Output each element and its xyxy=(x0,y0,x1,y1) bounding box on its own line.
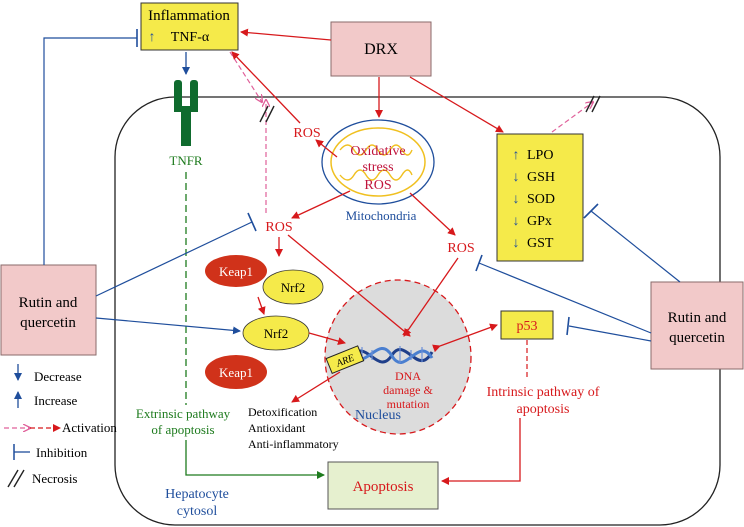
rutin-left-to-ros-inhibit xyxy=(95,221,253,297)
tnfr-receptor xyxy=(174,80,198,146)
extrinsic-line1: Extrinsic pathway xyxy=(136,406,231,421)
effects-line2: Antioxidant xyxy=(248,421,306,435)
extrinsic-to-apoptosis-arrow xyxy=(185,440,325,479)
keap1-free-label: Keap1 xyxy=(219,365,253,380)
markers-pink-arrow xyxy=(551,102,593,133)
ros-left: ROS xyxy=(265,220,292,235)
rutin-left-line1: Rutin and xyxy=(19,295,78,311)
intrinsic-line1: Intrinsic pathway of xyxy=(487,385,600,400)
marker-label-gst: GST xyxy=(527,236,554,251)
keap1-nrf2-complex: Keap1 Nrf2 xyxy=(205,255,324,305)
intrinsic-line2: apoptosis xyxy=(517,402,570,417)
keap1-top-label: Keap1 xyxy=(219,264,253,279)
apoptosis-label: Apoptosis xyxy=(353,479,414,495)
legend-decrease: Decrease xyxy=(14,364,82,384)
apoptosis-box: Apoptosis xyxy=(327,461,439,510)
nrf2-free: Nrf2 xyxy=(242,315,310,351)
mito-to-ros-top-arrow xyxy=(315,139,338,158)
marker-label-gpx: GPx xyxy=(527,214,552,229)
p53-box: p53 xyxy=(500,310,554,340)
dna-helix xyxy=(350,346,434,364)
tnf-alpha-label: TNF-α xyxy=(171,30,210,45)
legend-necrosis: Necrosis xyxy=(7,469,78,488)
inflammation-box: Inflammation ↑ TNF-α xyxy=(140,2,239,51)
marker-arrow-gpx: ↓ xyxy=(513,214,520,229)
nrf2-top-label: Nrf2 xyxy=(281,280,306,295)
rutin-right-to-markers-inhibit xyxy=(590,210,681,283)
necrosis-marks xyxy=(259,95,601,123)
cytosol-line2: cytosol xyxy=(177,504,218,519)
ros-right-to-dna-arrow xyxy=(403,257,459,337)
drx-label: DRX xyxy=(364,41,398,58)
drx-box: DRX xyxy=(330,21,432,77)
inhibition-lines xyxy=(43,29,681,342)
are-element: ARE xyxy=(325,345,365,375)
dna-mutation-label: mutation xyxy=(387,397,430,411)
extrinsic-line2: of apoptosis xyxy=(151,422,214,437)
ros-left-to-dna-arrow xyxy=(287,234,411,337)
rutin-left-to-nrf2-arrow xyxy=(95,317,241,335)
marker-arrow-gsh: ↓ xyxy=(513,170,520,185)
tnfr-label: TNFR xyxy=(169,153,203,168)
inflammation-title: Inflammation xyxy=(148,8,230,24)
legend-increase-label: Increase xyxy=(34,393,78,408)
legend-necrosis-label: Necrosis xyxy=(32,471,78,486)
mito-to-ros-right-arrow xyxy=(409,192,456,236)
rutin-right-line2: quercetin xyxy=(669,330,725,346)
legend-inhibition: Inhibition xyxy=(13,444,88,460)
mitochondria-label: Mitochondria xyxy=(346,208,417,223)
inflammation-pink-arrow xyxy=(229,51,262,102)
rutin-quercetin-left: Rutin and quercetin xyxy=(0,264,97,356)
rutin-right-to-p53-inhibit xyxy=(568,325,652,342)
marker-arrow-lpo: ↑ xyxy=(513,148,520,163)
keap1-to-nrf2-arrow xyxy=(257,296,266,315)
nrf2-to-are-arrow xyxy=(308,332,346,345)
marker-arrow-gst: ↓ xyxy=(513,236,520,251)
drx-to-markers-arrow xyxy=(409,76,504,133)
mito-to-ros-left-arrow xyxy=(291,190,351,219)
cytosol-line1: Hepatocyte xyxy=(165,487,229,502)
arrows xyxy=(182,28,593,485)
dna-label: DNA xyxy=(395,369,421,383)
effects-line1: Detoxification xyxy=(248,405,317,419)
nucleus: ARE DNA damage & mutation Nucleus xyxy=(324,279,472,435)
marker-arrow-sod: ↓ xyxy=(513,192,520,207)
oxidative-stress-line1: Oxidative xyxy=(350,144,405,159)
p53-label: p53 xyxy=(517,319,538,334)
dna-damage-label: damage & xyxy=(383,383,433,397)
effects-line3: Anti-inflammatory xyxy=(248,437,339,451)
ros-top: ROS xyxy=(293,126,320,141)
marker-label-gsh: GSH xyxy=(527,170,555,185)
rutin-quercetin-right: Rutin and quercetin xyxy=(650,281,744,370)
keap1-free: Keap1 xyxy=(205,355,267,389)
intrinsic-to-apoptosis-arrow xyxy=(441,418,521,485)
rutin-left-to-inflammation-inhibit xyxy=(43,37,137,265)
ros-right: ROS xyxy=(447,241,474,256)
rutin-right-to-ros-inhibit xyxy=(478,262,652,334)
rutin-left-line2: quercetin xyxy=(20,315,76,331)
nucleus-label: Nucleus xyxy=(355,408,401,423)
mitochondria: Oxidative stress ROS xyxy=(321,119,435,205)
dna-p53-arrow xyxy=(432,323,498,353)
are-to-effects-arrow xyxy=(291,371,341,403)
legend-activation: Activation xyxy=(4,420,117,435)
marker-label-lpo: LPO xyxy=(527,148,553,163)
legend-decrease-label: Decrease xyxy=(34,369,82,384)
marker-label-sod: SOD xyxy=(527,192,555,207)
oxidative-markers-box: ↑ LPO ↓ GSH ↓ SOD ↓ GPx ↓ GST xyxy=(496,133,584,262)
inflammation-increase-marker: ↑ xyxy=(149,30,156,45)
rutin-right-line1: Rutin and xyxy=(668,310,727,326)
oxidative-stress-line2: stress xyxy=(362,160,393,175)
nrf2-free-label: Nrf2 xyxy=(264,326,289,341)
legend-inhibition-label: Inhibition xyxy=(36,445,88,460)
legend-activation-label: Activation xyxy=(62,420,117,435)
mito-ros: ROS xyxy=(364,178,391,193)
legend: Decrease Increase Activation Inhibition … xyxy=(4,364,117,488)
drx-to-inflammation-arrow xyxy=(240,28,332,41)
legend-increase: Increase xyxy=(14,391,78,408)
ros-to-inflammation-arrow xyxy=(231,51,301,124)
